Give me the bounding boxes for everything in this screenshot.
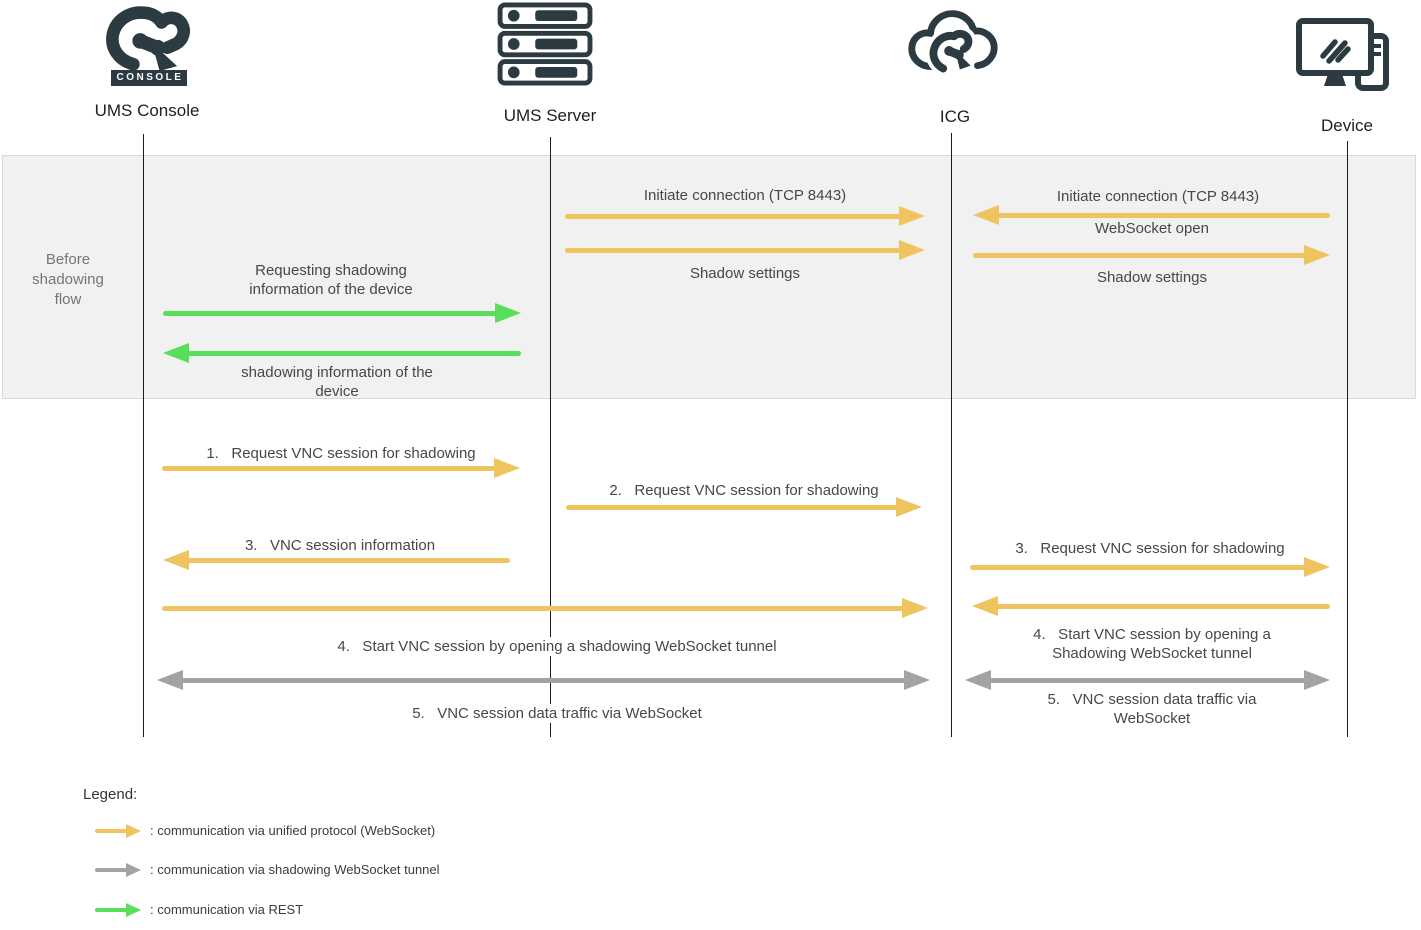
arrow-initiate-connection-server-to-icg — [565, 206, 925, 226]
arrow-step2-server-to-icg — [566, 497, 922, 517]
msg-initiate-connection-device-icg: Initiate connection (TCP 8443) — [1056, 188, 1260, 205]
msg-step1: 1. Request VNC session for shadowing — [206, 445, 476, 462]
msg-step4-left: 4. Start VNC session by opening a shadow… — [307, 637, 807, 656]
lifeline-device — [1346, 141, 1348, 737]
lifeline-ums-console — [142, 134, 144, 737]
msg-request-shadow-info: Requesting shadowing information of the … — [249, 262, 413, 298]
legend-item-shadowing-tunnel: : communication via shadowing WebSocket … — [150, 862, 440, 877]
msg-shadow-info-response: shadowing information of the device — [241, 364, 433, 400]
legend-title: Legend: — [83, 786, 138, 803]
lifeline-ums-server — [549, 137, 551, 737]
msg-step5-left: 5. VNC session data traffic via WebSocke… — [357, 704, 757, 723]
msg-step2: 2. Request VNC session for shadowing — [609, 482, 879, 499]
before-shadowing-band — [2, 155, 1416, 399]
msg-shadow-settings-icg-device: Shadow settings — [1096, 269, 1208, 286]
arrow-step3-server-to-console — [163, 550, 510, 570]
actor-label-ums-server: UMS Server — [503, 106, 597, 125]
actor-label-ums-console: UMS Console — [94, 101, 200, 120]
band-label: Before shadowing flow — [32, 251, 104, 308]
arrow-request-shadow-info-console-to-server — [163, 303, 521, 323]
msg-initiate-connection-server-icg: Initiate connection (TCP 8443) — [643, 187, 847, 204]
actor-label-icg: ICG — [939, 107, 971, 126]
msg-step5-right: 5. VNC session data traffic via WebSocke… — [1047, 691, 1257, 727]
arrow-shadow-settings-icg-to-device — [973, 245, 1330, 265]
actor-label-device: Device — [1321, 116, 1373, 135]
arrow-initiate-connection-device-to-icg — [973, 205, 1330, 225]
arrow-step4-device-to-icg — [972, 596, 1330, 616]
legend-arrow-rest-icon — [95, 903, 141, 917]
legend-arrow-shadowing-tunnel-icon — [95, 863, 141, 877]
arrow-shadow-info-server-to-console — [163, 343, 521, 363]
arrow-step4-console-to-icg — [162, 598, 928, 618]
msg-step3-right: 3. Request VNC session for shadowing — [1015, 540, 1285, 557]
msg-websocket-open: WebSocket open — [1095, 220, 1209, 237]
lifeline-icg — [950, 133, 952, 737]
arrow-step1-console-to-server — [162, 458, 520, 478]
legend-arrow-unified-protocol-icon — [95, 824, 141, 838]
ums-console-logo-icon — [100, 2, 192, 72]
msg-step4-right: 4. Start VNC session by opening a Shadow… — [1033, 626, 1271, 662]
legend-item-rest: : communication via REST — [150, 902, 304, 917]
legend-item-unified-protocol: : communication via unified protocol (We… — [150, 823, 436, 838]
arrow-step5-console-icg-bidirectional — [157, 670, 930, 690]
arrow-step5-icg-device-bidirectional — [965, 670, 1330, 690]
msg-step3-left: 3. VNC session information — [244, 537, 436, 554]
arrow-shadow-settings-server-to-icg — [565, 240, 925, 260]
arrow-step3-icg-to-device — [970, 557, 1330, 577]
console-badge: CONSOLE — [111, 70, 187, 86]
device-workstation-icon — [1296, 16, 1396, 96]
icg-cloud-icon — [906, 0, 1000, 94]
msg-shadow-settings-server-icg: Shadow settings — [689, 265, 801, 282]
server-stack-icon — [496, 2, 596, 88]
